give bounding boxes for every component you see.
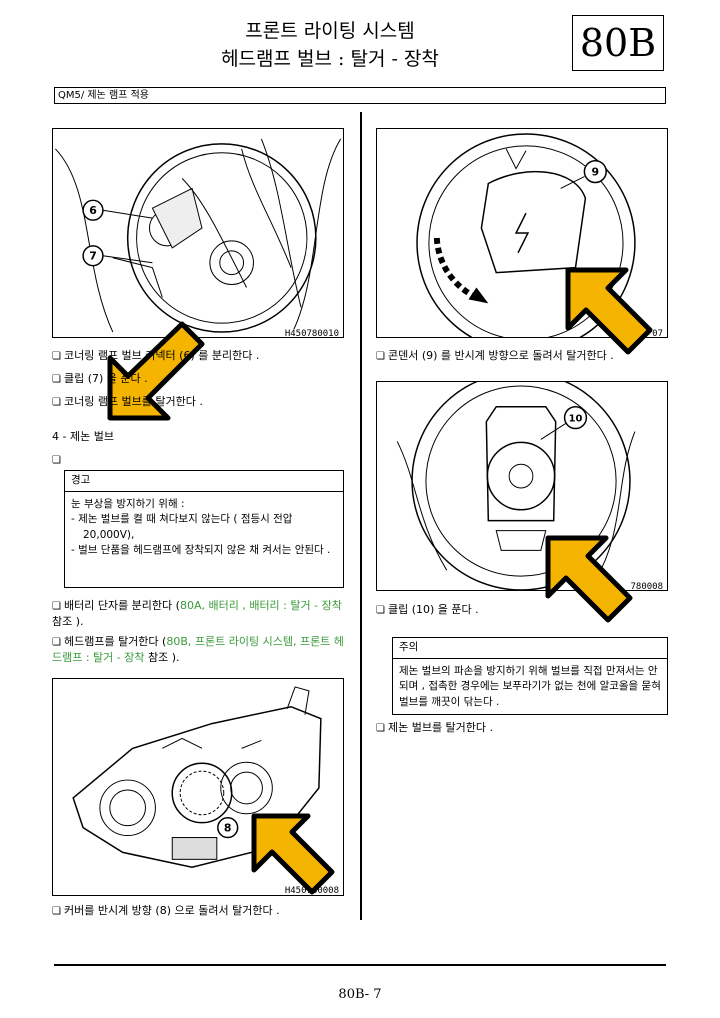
page-title-line2: 헤드램프 벌브 : 탈거 - 장착	[221, 48, 439, 70]
figure-ref: 780008	[628, 582, 665, 591]
step-disconnect-battery: ❏배터리 단자를 분리한다 (80A, 배터리 , 배터리 : 탈거 - 장착 …	[52, 599, 342, 628]
warning-item: - 벌브 단품을 헤드램프에 장착되지 않은 채 켜서는 안된다 .	[71, 544, 331, 556]
pointer-arrow-icon	[251, 813, 335, 895]
step-remove-cover: ❏커버를 반시계 방향 (8) 으로 돌려서 탈거한다 .	[52, 904, 280, 917]
figure-ref: H450780010	[282, 329, 341, 338]
step-remove-xenon-bulb: ❏제논 벌브를 탈거한다 .	[376, 721, 494, 734]
callout-6: 6	[89, 204, 97, 217]
pointer-arrow-icon	[107, 321, 205, 421]
callout-10: 10	[569, 414, 583, 425]
warning-box: 경고 눈 부상을 방지하기 위해 : - 제논 벌브를 켤 때 쳐다보지 않는다…	[64, 470, 344, 588]
page-title-line1: 프론트 라이팅 시스템	[245, 20, 415, 42]
column-divider	[360, 112, 362, 920]
caution-title: 주의	[393, 638, 667, 659]
caution-box: 주의 제논 벌브의 파손을 방지하기 위해 벌브를 직접 만져서는 안되며 , …	[392, 637, 668, 715]
step-remove-headlamp: ❏헤드램프를 탈거한다 (80B, 프론트 라이팅 시스템, 프론트 헤드램프 …	[52, 635, 344, 664]
warning-title: 경고	[65, 471, 343, 492]
step-disconnect-cornering-connector: ❏코너링 램프 벌브 커넥터 (6) 를 분리한다 .	[52, 349, 260, 362]
headlamp-drawing: 8	[72, 686, 322, 869]
section-heading-xenon: 4 - 제논 벌브	[52, 430, 114, 443]
step-empty-checkbox: ❏	[52, 455, 61, 466]
cornering-lamp-drawing: 6 7	[55, 138, 342, 336]
step-release-clip-10: ❏클립 (10) 을 푼다 .	[376, 603, 479, 616]
warning-intro: 눈 부상을 방지하기 위해 :	[71, 497, 185, 510]
warning-item: - 제논 벌브를 켤 때 쳐다보지 않는다 ( 점등시 전압 20,000V),	[71, 513, 293, 541]
step-remove-cornering-bulb: ❏코너링 램프 벌브를 탈거한다 .	[52, 395, 203, 408]
xenon-clip-drawing: 10	[396, 382, 636, 590]
figure-xenon-clip: 10 780008	[376, 381, 668, 591]
callout-8: 8	[224, 822, 232, 835]
step-release-clip: ❏클립 (7) 을 푼다 .	[52, 372, 148, 385]
link-battery-procedure[interactable]: 80A, 배터리 , 배터리 : 탈거 - 장착	[179, 599, 342, 612]
figure-condenser: 9 07	[376, 128, 668, 338]
footer-rule	[54, 964, 666, 966]
caution-text: 제논 벌브의 파손을 방지하기 위해 벌브를 직접 만져서는 안되며 , 접촉한…	[399, 664, 661, 708]
page-number: 80B- 7	[338, 987, 382, 1002]
callout-7: 7	[89, 250, 97, 263]
scope-bar: QM5/ 제논 램프 적용	[54, 87, 666, 104]
pointer-arrow-icon	[545, 535, 633, 623]
section-code: 80B	[572, 15, 664, 71]
callout-9: 9	[592, 166, 600, 179]
pointer-arrow-icon	[565, 267, 653, 355]
link-headlamp-procedure[interactable]: 80B, 프론트 라이팅 시스템, 프론트 헤드램프 : 탈거 - 장착	[52, 635, 344, 664]
figure-cornering-lamp: 6 7 H450780010	[52, 128, 344, 338]
figure-headlamp-cover: 8 H450780008	[52, 678, 344, 896]
step-remove-condenser: ❏콘덴서 (9) 를 반시계 방향으로 돌려서 탈거한다 .	[376, 349, 614, 362]
figure-ref: 07	[650, 329, 665, 338]
